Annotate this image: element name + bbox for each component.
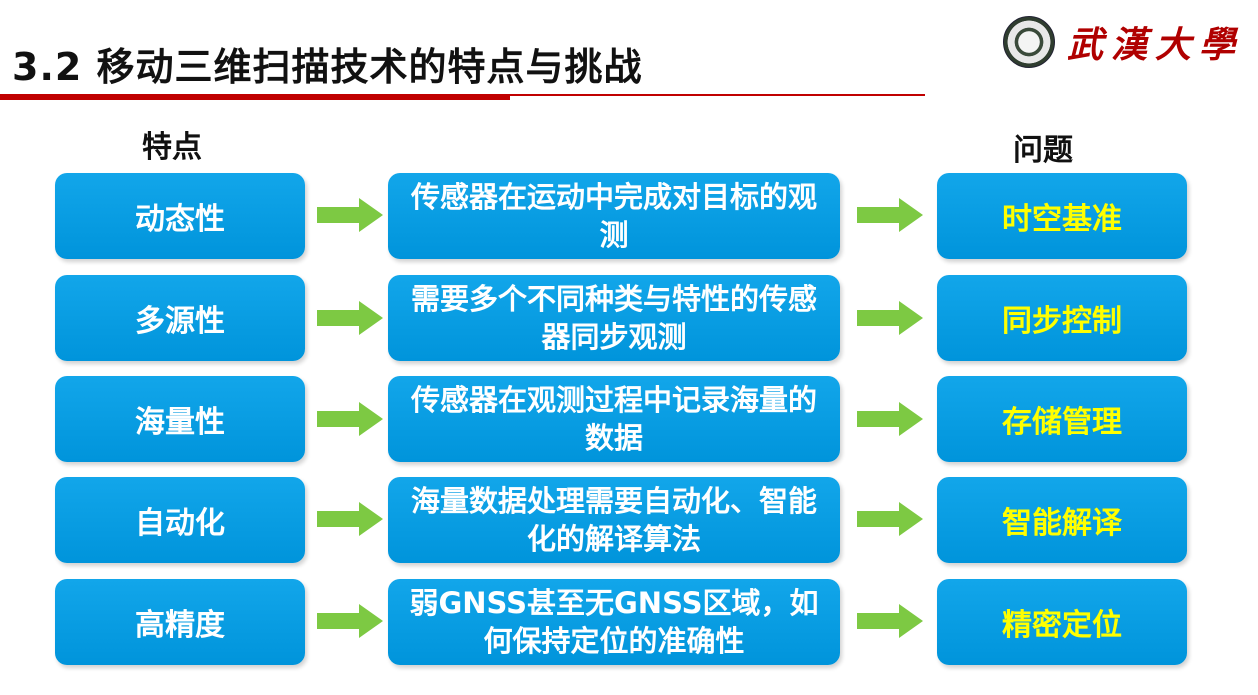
description-box: 海量数据处理需要自动化、智能化的解译算法 [388,477,840,563]
arrow-right-icon [317,301,383,335]
feature-box: 海量性 [55,376,305,462]
feature-box: 多源性 [55,275,305,361]
problem-label: 精密定位 [1002,608,1122,643]
problem-label: 智能解译 [1002,506,1122,541]
problem-box: 存储管理 [937,376,1187,462]
problem-label: 存储管理 [1002,405,1122,440]
university-name: 武漢大學 [1067,24,1244,66]
description-box: 弱GNSS甚至无GNSS区域，如何保持定位的准确性 [388,579,840,665]
university-logo: 武漢大學 [1003,14,1248,70]
arrow-right-icon [317,402,383,436]
header-features: 特点 [142,130,202,165]
arrow-right-icon [317,604,383,638]
feature-label: 动态性 [135,202,225,237]
arrow-right-icon [857,604,923,638]
feature-box: 自动化 [55,477,305,563]
arrow-right-icon [857,301,923,335]
university-seal-icon [1003,16,1055,68]
problem-label: 时空基准 [1002,202,1122,237]
problem-box: 时空基准 [937,173,1187,259]
problem-box: 同步控制 [937,275,1187,361]
arrow-right-icon [317,198,383,232]
arrow-right-icon [857,198,923,232]
arrow-right-icon [317,502,383,536]
arrow-right-icon [857,402,923,436]
description-text: 传感器在运动中完成对目标的观测 [410,180,817,252]
description-text: 海量数据处理需要自动化、智能化的解译算法 [410,484,817,556]
description-box: 传感器在运动中完成对目标的观测 [388,173,840,259]
title-rule-thick [0,94,510,100]
feature-label: 海量性 [135,405,225,440]
arrow-right-icon [857,502,923,536]
feature-box: 高精度 [55,579,305,665]
description-text: 弱GNSS甚至无GNSS区域，如何保持定位的准确性 [409,586,819,658]
description-box: 传感器在观测过程中记录海量的数据 [388,376,840,462]
slide-title: 3.2 移动三维扫描技术的特点与挑战 [12,45,643,89]
feature-label: 自动化 [135,506,225,541]
feature-label: 多源性 [135,304,225,339]
problem-label: 同步控制 [1002,304,1122,339]
feature-label: 高精度 [135,608,225,643]
description-box: 需要多个不同种类与特性的传感器同步观测 [388,275,840,361]
feature-box: 动态性 [55,173,305,259]
description-text: 传感器在观测过程中记录海量的数据 [410,383,817,455]
header-problems: 问题 [1013,133,1073,168]
description-text: 需要多个不同种类与特性的传感器同步观测 [410,282,817,354]
problem-box: 精密定位 [937,579,1187,665]
problem-box: 智能解译 [937,477,1187,563]
